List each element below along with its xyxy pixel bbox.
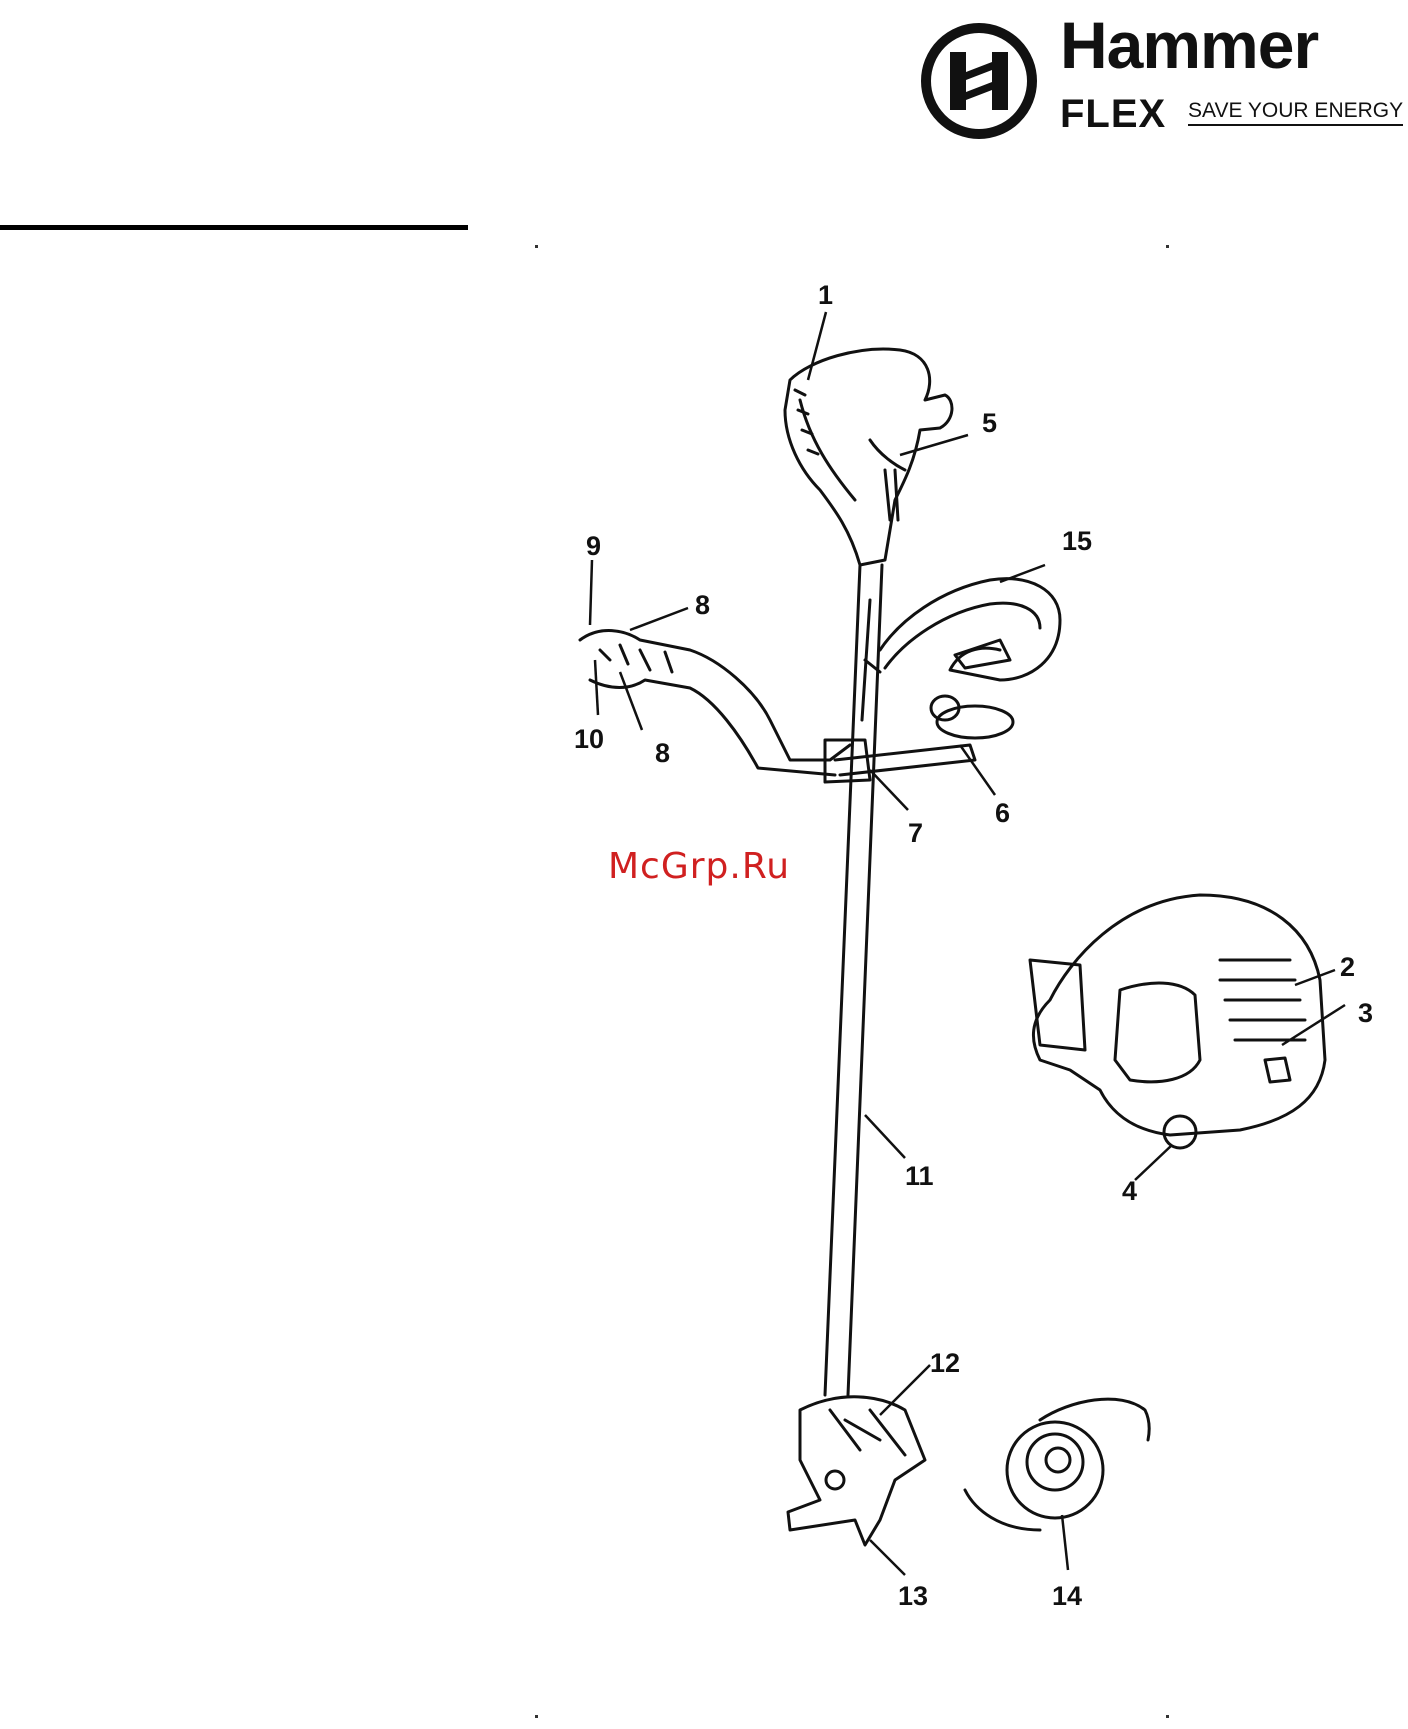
part-label-10: 10	[574, 724, 604, 754]
leader-lines	[590, 312, 1345, 1575]
part-label-3: 3	[1358, 998, 1373, 1028]
part-label-8-top: 8	[695, 590, 710, 620]
part-label-12: 12	[930, 1348, 960, 1378]
part-label-7: 7	[908, 818, 923, 848]
part-label-5: 5	[982, 408, 997, 438]
spool-drawing	[965, 1399, 1149, 1530]
part-number-labels: 1 2 3 4 5 6 7 8 8 9 10 11 12 13 14 15	[574, 280, 1373, 1611]
part-label-6: 6	[995, 798, 1010, 828]
part-label-11: 11	[905, 1161, 934, 1191]
engine-head-drawing	[785, 349, 952, 565]
part-label-15: 15	[1062, 526, 1092, 556]
part-label-1: 1	[818, 280, 833, 310]
part-label-4: 4	[1122, 1176, 1137, 1206]
part-label-9: 9	[586, 531, 601, 561]
engine-detail-drawing	[1030, 895, 1325, 1148]
part-label-8-bottom: 8	[655, 738, 670, 768]
shaft-drawing	[825, 565, 882, 1395]
shoulder-strap-drawing	[865, 579, 1060, 680]
part-label-14: 14	[1052, 1581, 1082, 1611]
watermark-text: McGrp.Ru	[608, 846, 790, 887]
part-label-13: 13	[898, 1581, 928, 1611]
cutting-head-drawing	[788, 1397, 925, 1545]
handlebar-drawing	[580, 631, 1013, 782]
part-label-2: 2	[1340, 952, 1355, 982]
